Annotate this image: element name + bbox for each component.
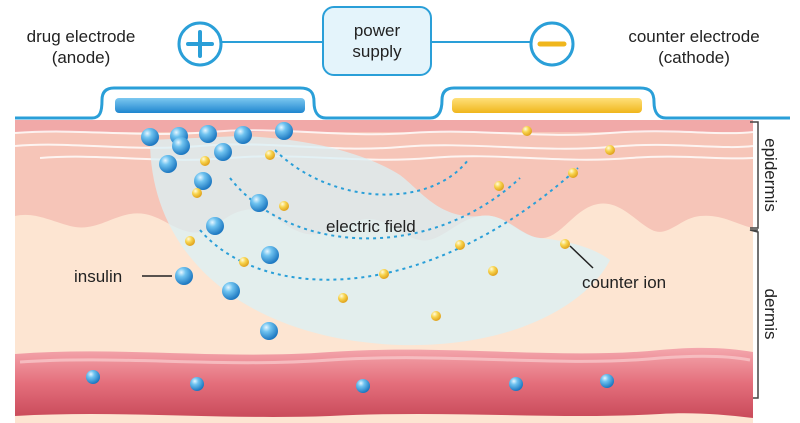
field-lines [199, 149, 579, 281]
insulin-particle [214, 143, 232, 161]
insulin-particle [206, 217, 224, 235]
power-supply-box: power supply [322, 6, 432, 76]
counter-ion-particle [560, 239, 570, 249]
insulin-particle [222, 282, 240, 300]
plus-icon [186, 30, 214, 58]
dermis-label: dermis [761, 288, 780, 340]
insulin-particle [250, 194, 268, 212]
insulin-particle [194, 172, 212, 190]
counter-ion-particle [338, 293, 348, 303]
counter-ion-particle [488, 266, 498, 276]
electric-field-region [150, 136, 610, 346]
counter-ion-label: counter ion [582, 273, 667, 292]
counter-ion-particle [239, 257, 249, 267]
insulin-particle [199, 125, 217, 143]
anode-pad [115, 98, 305, 113]
electrode-housing [15, 86, 790, 120]
insulin-particle [275, 122, 293, 140]
insulin-particle [159, 155, 177, 173]
anode-label-line2: (anode) [51, 48, 111, 67]
insulin-particle [141, 128, 159, 146]
insulin-particle [175, 267, 193, 285]
epidermis-label: epidermis [761, 138, 780, 212]
counter-ion-particle [192, 188, 202, 198]
counter-ion-particle [265, 150, 275, 160]
insulin-particles [86, 122, 614, 393]
anode-label-line1: drug electrode [26, 27, 136, 46]
counter-ion-particle [379, 269, 389, 279]
counter-ion-particle [200, 156, 210, 166]
counter-ion-particle [605, 145, 615, 155]
cathode-label-line1: counter electrode [628, 27, 760, 46]
power-supply-line2: supply [352, 42, 402, 61]
counter-ion-particle [185, 236, 195, 246]
insulin-particle [86, 370, 100, 384]
layer-bracket [749, 121, 759, 399]
counter-ion-particle [522, 126, 532, 136]
insulin-particle [356, 379, 370, 393]
insulin-particle [261, 246, 279, 264]
counter-ion-leader [569, 245, 594, 269]
cathode-label: counter electrode (cathode) [596, 26, 792, 68]
cathode-pad [452, 98, 642, 113]
counter-ion-particles [185, 126, 615, 321]
stratum-band-1 [15, 120, 753, 132]
power-supply-line1: power [353, 21, 401, 40]
electric-field-label: electric field [326, 217, 416, 236]
insulin-label: insulin [74, 267, 123, 286]
counter-ion-particle [455, 240, 465, 250]
counter-ion-particle [431, 311, 441, 321]
blood-vessel [15, 347, 753, 418]
counter-ion-particle [568, 168, 578, 178]
insulin-particle [172, 137, 190, 155]
anode-label: drug electrode (anode) [6, 26, 156, 68]
vessel-highlight [19, 354, 751, 365]
insulin-particle [600, 374, 614, 388]
insulin-particle [234, 126, 252, 144]
counter-ion-particle [494, 181, 504, 191]
counter-ion-particle [279, 201, 289, 211]
insulin-particle [260, 322, 278, 340]
insulin-particle [509, 377, 523, 391]
insulin-particle [190, 377, 204, 391]
cathode-label-line2: (cathode) [658, 48, 730, 67]
